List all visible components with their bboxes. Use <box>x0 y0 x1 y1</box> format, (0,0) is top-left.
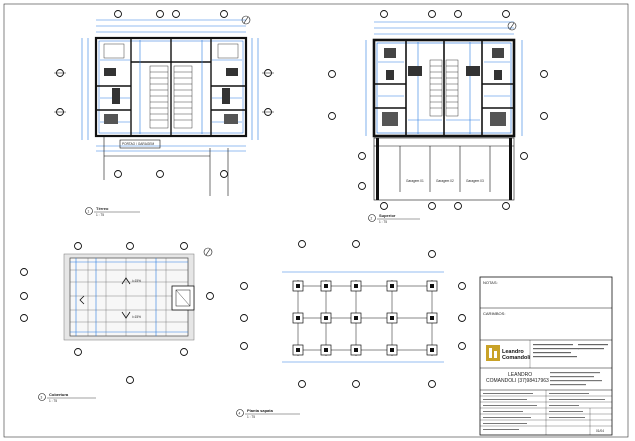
superior-number: 2 <box>371 216 373 220</box>
cobertura-label: Cobertura <box>49 392 69 397</box>
plan-superior[interactable]: Garagem 01 Garagem 02 Garagem 03 <box>365 21 523 201</box>
sheet-id: 01/04 <box>596 429 604 433</box>
terreo-scale: 1 : 75 <box>96 213 104 217</box>
firm-name-line1: Leandro <box>502 349 524 355</box>
title-block: NOTAS: CARIMBOS: Leandro Comandoli LEAND… <box>479 276 613 436</box>
cobertura-title: 3 Cobertura 1 : 75 <box>38 392 96 403</box>
superior-axis-markers <box>328 10 548 210</box>
firm-logo: Leandro Comandoli <box>486 345 531 361</box>
superior-title: 2 Superior 1 : 75 <box>368 213 420 224</box>
svg-text:Garagem 01: Garagem 01 <box>406 179 424 183</box>
svg-text:PORTAO / GARAGEM: PORTAO / GARAGEM <box>122 142 154 146</box>
plan-terreo[interactable]: PORTAO / GARAGEM <box>81 19 259 196</box>
fundacao-scale: 1 : 75 <box>247 415 255 419</box>
terreo-axis-markers <box>54 10 274 178</box>
cobertura-number: 3 <box>41 395 43 399</box>
terreo-label: Térreo <box>96 206 109 211</box>
svg-text:Garagem 02: Garagem 02 <box>436 179 454 183</box>
cobertura-axis-markers <box>20 242 214 384</box>
fundacao-axis-markers <box>240 240 466 388</box>
engineer-line1: LEANDRO <box>508 372 532 378</box>
terreo-number: 1 <box>88 209 90 213</box>
notas-label: NOTAS: <box>483 280 498 285</box>
superior-scale: 1 : 75 <box>379 220 387 224</box>
svg-text:Garagem 03: Garagem 03 <box>466 179 484 183</box>
terreo-title: 1 Térreo 1 : 75 <box>85 206 140 217</box>
fundacao-title: 4 Planta sapata 1 : 75 <box>236 408 300 419</box>
svg-text:i=15%: i=15% <box>132 315 141 319</box>
fundacao-number: 4 <box>239 411 241 415</box>
firm-name-line2: Comandoli <box>502 355 531 361</box>
fundacao-label: Planta sapata <box>247 408 274 413</box>
engineer-line2: COMANDOLI (37)98417963 <box>486 378 549 384</box>
carimbos-label: CARIMBOS: <box>483 311 505 316</box>
cobertura-scale: 1 : 75 <box>49 399 57 403</box>
svg-text:i=15%: i=15% <box>132 279 141 283</box>
sheet-border <box>3 3 629 438</box>
plan-fundacao[interactable] <box>282 271 444 363</box>
superior-label: Superior <box>379 213 396 218</box>
plan-cobertura[interactable]: i=15% i=15% <box>63 253 195 341</box>
